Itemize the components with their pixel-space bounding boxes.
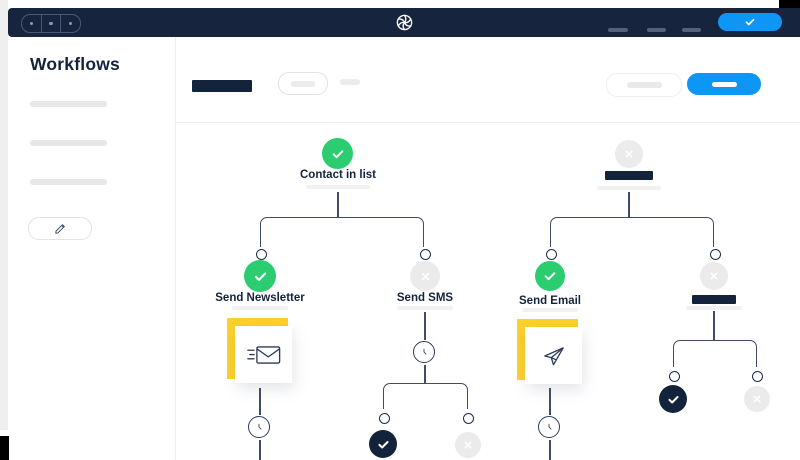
sidebar-item-placeholder-2[interactable] [30,140,107,146]
connector-joint [546,249,557,260]
node-label-placeholder [605,171,653,180]
x-icon [421,272,429,280]
check-icon [254,272,266,281]
page-title-placeholder [192,80,252,92]
node-label-send-sms: Send SMS [396,292,454,304]
node-label-send-email: Send Email [519,295,581,307]
connector-branch [673,340,757,367]
dot-icon [29,21,34,26]
edit-workflow-button[interactable] [28,217,92,240]
connector-line [549,388,551,415]
paper-plane-icon [543,346,564,365]
connector-joint [669,371,680,382]
sidebar-item-placeholder-3[interactable] [30,179,107,185]
email-card[interactable] [525,327,582,384]
node-label-placeholder [692,295,736,304]
sidebar-divider [175,37,176,460]
page-left-margin [0,0,8,430]
dot-icon [49,21,53,26]
wait-clock-icon[interactable] [248,416,270,438]
check-icon [745,18,755,26]
connector-joint [463,413,474,424]
connector-line [713,311,715,340]
button-label-placeholder [711,81,737,87]
connector-joint [710,249,721,260]
label-underline [306,185,370,189]
sidebar-title: Workflows [30,54,120,74]
check-icon [332,149,343,158]
connector-line [424,312,426,340]
secondary-action-button[interactable] [606,73,682,97]
connector-joint [420,249,431,260]
connector-line [259,388,261,415]
connector-line [549,440,551,460]
node-sms-success-status[interactable] [369,430,397,458]
filter-pill-button[interactable] [278,72,328,95]
pencil-icon [54,224,65,234]
label-underline [397,306,453,310]
toolbar-text-placeholder [340,79,360,85]
crop-artifact-bottom-left [0,436,9,460]
crop-artifact-top-right [779,0,800,8]
x-icon [710,272,718,280]
node-sms-failure-status[interactable] [455,432,481,458]
connector-line [337,192,339,217]
connector-line [628,192,630,217]
menu-item-placeholder-2[interactable] [647,28,666,32]
menu-item-placeholder-3[interactable] [682,28,701,32]
connector-branch [550,217,714,247]
node-contact-in-list-status[interactable] [322,138,353,169]
x-icon [464,441,472,449]
menu-item-placeholder-1[interactable] [608,28,628,32]
button-label-placeholder [626,82,662,88]
pinwheel-logo-icon [395,13,414,32]
dot-icon [68,21,73,26]
label-underline [597,186,661,190]
newsletter-card[interactable] [235,326,292,383]
node-label-contact-in-list: Contact in list [299,169,377,181]
window-control-3[interactable] [61,15,80,32]
label-underline [232,306,288,310]
connector-joint [256,249,267,260]
check-icon [377,440,389,448]
connector-joint [752,371,763,382]
connector-joint [379,413,390,424]
topbar-confirm-button[interactable] [718,13,782,31]
header-divider [176,122,800,123]
wait-clock-icon[interactable] [538,416,560,438]
connector-line [424,365,426,383]
connector-branch [383,383,468,409]
node-right-failure-status[interactable] [744,386,770,412]
label-underline [522,308,578,312]
node-right-child-status[interactable] [700,262,728,290]
node-send-sms-status[interactable] [410,261,440,291]
x-icon [753,395,761,403]
connector-branch [260,217,424,247]
window-control-1[interactable] [22,15,42,32]
sidebar-item-placeholder-1[interactable] [30,101,107,107]
label-underline [686,306,742,310]
check-icon [544,272,556,281]
node-send-email-status[interactable] [535,261,565,291]
node-label-send-newsletter: Send Newsletter [215,292,305,304]
top-navigation-bar [8,8,800,37]
window-controls[interactable] [21,14,81,33]
check-icon [667,395,679,403]
primary-action-button[interactable] [687,73,761,95]
node-send-newsletter-status[interactable] [244,260,276,292]
x-icon [625,150,633,158]
connector-line [259,440,261,460]
pill-label-placeholder [291,80,315,87]
wait-clock-icon[interactable] [413,341,435,363]
envelope-send-icon [246,345,280,364]
node-root2-status[interactable] [615,140,643,168]
window-control-2[interactable] [42,15,62,32]
node-right-success-status[interactable] [659,385,687,413]
